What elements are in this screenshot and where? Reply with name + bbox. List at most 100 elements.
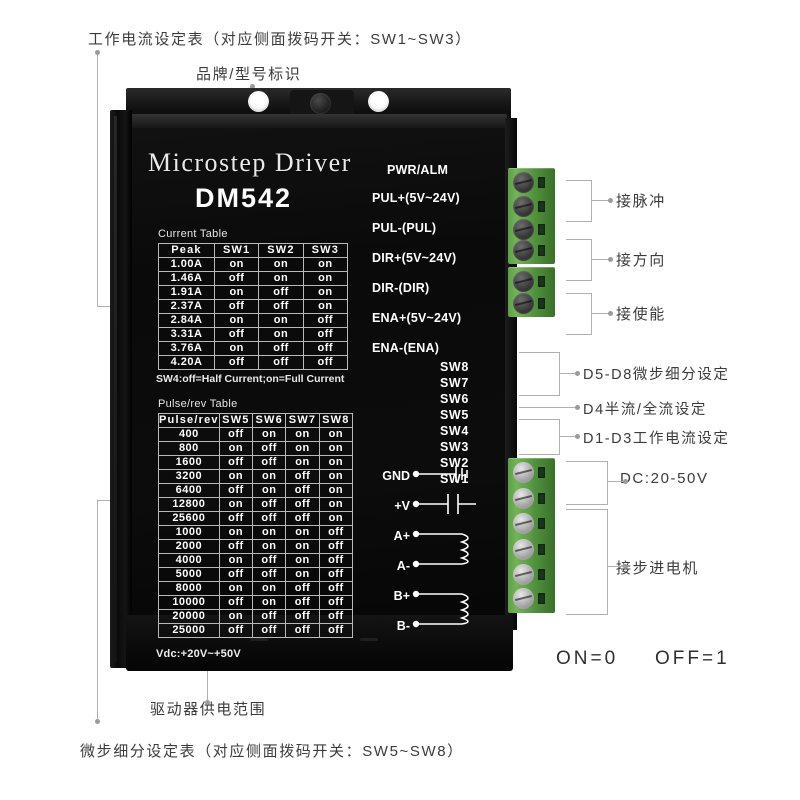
table-cell: on bbox=[213, 313, 260, 328]
table-cell: 2000 bbox=[158, 539, 220, 554]
annotation-pulse-input: 接脉冲 bbox=[616, 193, 666, 210]
heatsink-left bbox=[110, 110, 132, 668]
top-center-screw bbox=[290, 90, 354, 116]
current-table-caption: Current Table bbox=[158, 228, 228, 240]
terminal-label-ena-plus: ENA+(5V~24V) bbox=[372, 311, 462, 325]
table-cell: off bbox=[285, 511, 320, 526]
pin-label-b-minus: B- bbox=[396, 619, 410, 633]
terminal-slot-5 bbox=[538, 276, 545, 287]
table-cell: on bbox=[252, 581, 287, 596]
table-cell: 1.00A bbox=[158, 257, 215, 272]
table-cell: on bbox=[252, 469, 287, 484]
table-cell: off bbox=[252, 455, 287, 470]
terminal-screw-gnd[interactable] bbox=[513, 462, 534, 483]
table-header-cell: SW8 bbox=[318, 413, 354, 428]
board-brand-text: Microstep Driver bbox=[148, 148, 352, 177]
leader-dot-current-table bbox=[95, 50, 100, 55]
table-header-cell: SW7 bbox=[285, 413, 320, 428]
leader-line-d5-d8 bbox=[559, 373, 578, 374]
table-cell: on bbox=[285, 441, 320, 456]
table-cell: on bbox=[318, 441, 354, 456]
board-model-text: DM542 bbox=[195, 183, 293, 213]
terminal-slot-12 bbox=[538, 593, 545, 604]
table-cell: 1600 bbox=[158, 455, 220, 470]
table-cell: off bbox=[252, 441, 287, 456]
table-cell: on bbox=[252, 427, 287, 442]
terminal-screw-pul-plus[interactable] bbox=[513, 172, 534, 193]
table-header-cell: Peak bbox=[158, 243, 215, 258]
table-cell: off bbox=[302, 341, 349, 356]
terminal-slot-6 bbox=[538, 298, 545, 309]
terminal-screw-pul-minus[interactable] bbox=[513, 196, 534, 217]
terminal-label-ena-minus: ENA-(ENA) bbox=[372, 341, 440, 355]
table-cell: on bbox=[252, 539, 287, 554]
leader-dot-enable bbox=[608, 311, 613, 316]
leader-line-current-table-v bbox=[97, 54, 98, 307]
pin-label-vplus: +V bbox=[394, 499, 410, 513]
table-cell: 20000 bbox=[158, 609, 220, 624]
table-cell: off bbox=[318, 567, 354, 582]
table-cell: on bbox=[258, 271, 304, 286]
terminal-screw-dir-plus[interactable] bbox=[513, 219, 534, 240]
table-cell: on bbox=[218, 609, 254, 624]
table-cell: 8000 bbox=[158, 581, 220, 596]
table-cell: off bbox=[285, 469, 320, 484]
terminal-screw-b-minus[interactable] bbox=[513, 588, 534, 609]
pin-label-a-plus: A+ bbox=[393, 529, 410, 543]
terminal-screw-b-plus[interactable] bbox=[513, 564, 534, 585]
table-cell: on bbox=[258, 257, 304, 272]
table-cell: on bbox=[302, 271, 349, 286]
table-cell: on bbox=[213, 257, 260, 272]
leader-line-direction bbox=[591, 259, 611, 260]
terminal-label-dir-plus: DIR+(5V~24V) bbox=[372, 251, 457, 265]
leader-line-dc-supply bbox=[607, 481, 627, 482]
leader-line-pulse bbox=[591, 200, 611, 201]
annotation-enable-input: 接使能 bbox=[616, 306, 666, 323]
table-cell: on bbox=[318, 483, 354, 498]
terminal-screw-vplus[interactable] bbox=[513, 488, 534, 509]
leader-dot-pulse bbox=[608, 198, 613, 203]
table-cell: off bbox=[318, 525, 354, 540]
table-cell: off bbox=[252, 623, 287, 638]
table-cell: off bbox=[285, 623, 320, 638]
table-cell: off bbox=[258, 355, 304, 370]
terminal-screw-ena-plus[interactable] bbox=[513, 271, 534, 292]
bracket-enable bbox=[566, 293, 592, 335]
table-cell: 800 bbox=[158, 441, 220, 456]
terminal-slot-2 bbox=[538, 201, 545, 212]
table-cell: on bbox=[285, 567, 320, 582]
signal-connector-bottom[interactable] bbox=[508, 267, 555, 317]
table-header-cell: SW3 bbox=[302, 243, 349, 258]
terminal-slot-7 bbox=[538, 467, 545, 478]
switch-label-sw3: SW3 bbox=[440, 440, 469, 454]
table-cell: off bbox=[258, 285, 304, 300]
bracket-dc-supply bbox=[566, 461, 608, 505]
terminal-label-dir-minus: DIR-(DIR) bbox=[372, 281, 430, 295]
table-cell: off bbox=[218, 455, 254, 470]
table-cell: off bbox=[318, 539, 354, 554]
table-cell: off bbox=[213, 271, 260, 286]
table-cell: off bbox=[218, 567, 254, 582]
vdc-range-note: Vdc:+20V~+50V bbox=[156, 648, 241, 660]
table-cell: on bbox=[285, 455, 320, 470]
table-cell: off bbox=[218, 511, 254, 526]
table-cell: on bbox=[318, 497, 354, 512]
terminal-screw-ena-minus[interactable] bbox=[513, 293, 534, 314]
table-cell: on bbox=[218, 525, 254, 540]
signal-connector-top[interactable] bbox=[508, 168, 555, 264]
table-cell: 3.31A bbox=[158, 327, 215, 342]
terminal-screw-a-minus[interactable] bbox=[513, 539, 534, 560]
power-motor-connector[interactable] bbox=[508, 458, 555, 613]
terminal-screw-a-plus[interactable] bbox=[513, 513, 534, 534]
terminal-screw-dir-minus[interactable] bbox=[513, 240, 534, 261]
terminal-slot-11 bbox=[538, 569, 545, 580]
